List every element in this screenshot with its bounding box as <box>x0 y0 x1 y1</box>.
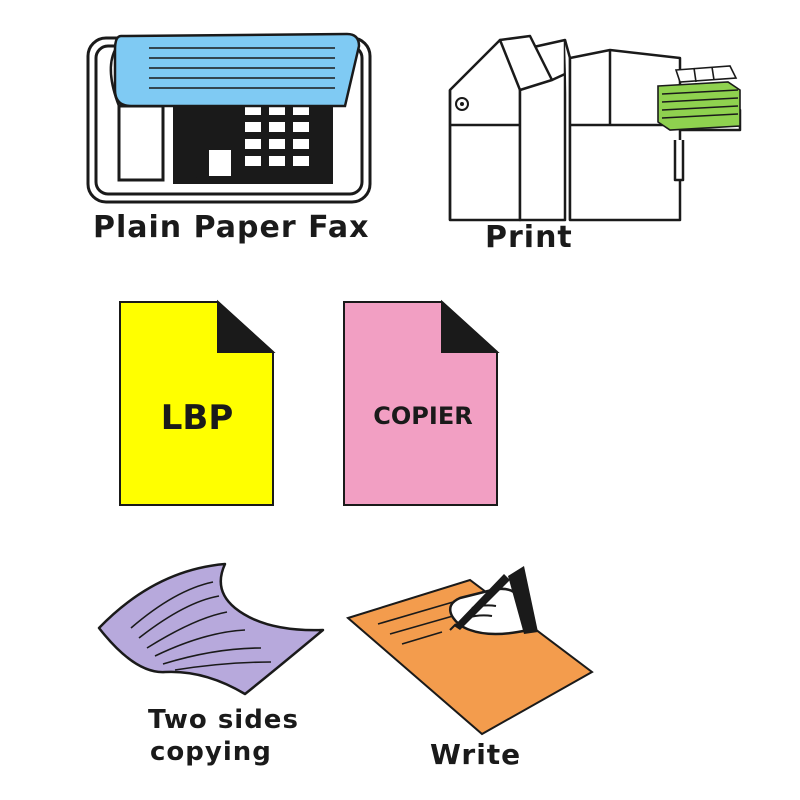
fax-machine-icon <box>86 32 372 204</box>
label-copier: COPIER <box>373 402 473 430</box>
label-write: Write <box>430 738 522 771</box>
label-plain-paper-fax: Plain Paper Fax <box>93 210 370 245</box>
hand-writing-icon <box>345 566 594 736</box>
label-print: Print <box>485 220 573 255</box>
printer-icon <box>448 34 742 222</box>
label-lbp: LBP <box>160 398 234 438</box>
print-paper-stack <box>657 65 741 131</box>
label-copying: copying <box>150 737 272 767</box>
fax-paper <box>113 32 361 108</box>
copier-document-icon <box>343 299 500 506</box>
curled-paper-icon <box>97 562 325 696</box>
lbp-document-icon <box>119 299 276 506</box>
label-two-sides: Two sides <box>148 705 299 735</box>
